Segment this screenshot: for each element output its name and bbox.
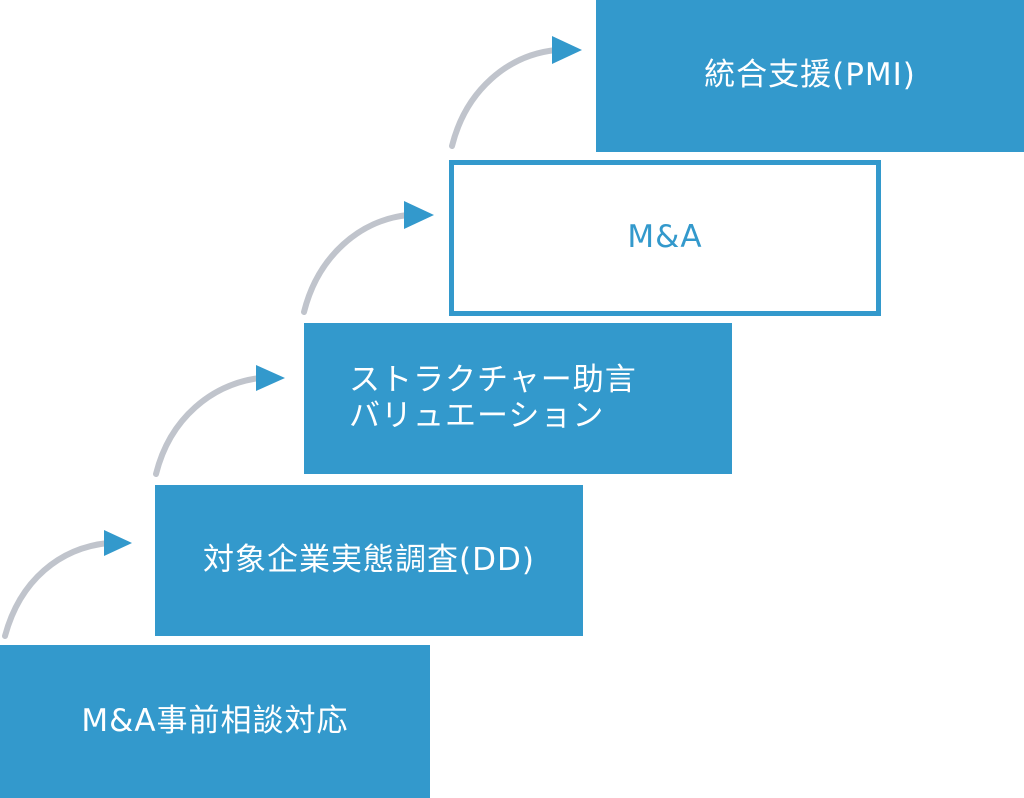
curved-arrow-icon xyxy=(301,201,434,315)
step-label: M&A事前相談対応 xyxy=(81,702,349,739)
step-consultation: M&A事前相談対応 xyxy=(0,645,430,798)
step-label: 統合支援(PMI) xyxy=(704,57,916,94)
step-label: M&A xyxy=(627,219,703,256)
step-pmi: 統合支援(PMI) xyxy=(596,0,1024,152)
step-label: 対象企業実態調査(DD) xyxy=(203,541,535,578)
curved-arrow-icon xyxy=(153,365,285,477)
step-ma: M&A xyxy=(449,160,881,316)
step-due-diligence: 対象企業実態調査(DD) xyxy=(155,485,583,636)
step-label-line-1: ストラクチャー助言 xyxy=(349,361,637,398)
curved-arrow-icon xyxy=(2,530,132,639)
curved-arrow-icon xyxy=(449,36,582,149)
step-structure-valuation: ストラクチャー助言 バリュエーション xyxy=(304,323,732,474)
step-label-line-2: バリュエーション xyxy=(349,397,605,434)
